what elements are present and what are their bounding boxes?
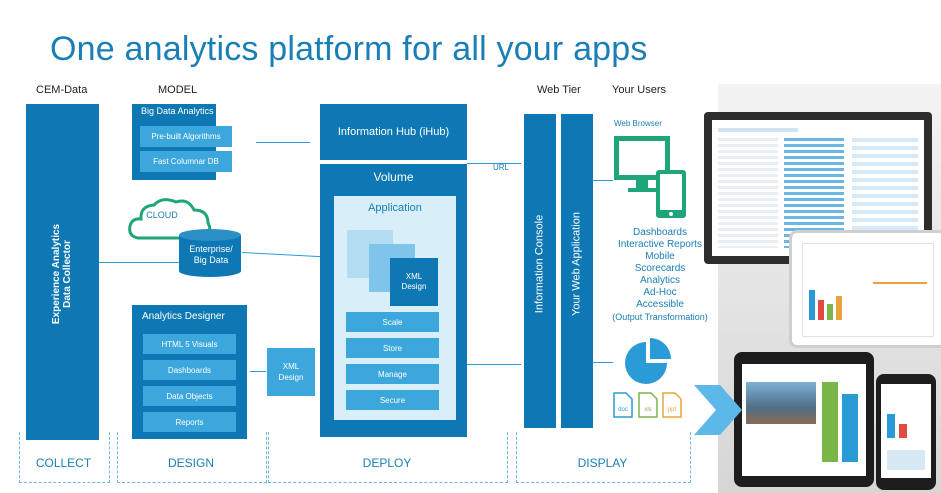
- footer-deploy: DEPLOY: [362, 456, 412, 470]
- data-collector-bar: Experience Analytics Data Collector: [26, 104, 99, 440]
- analytics-designer-title: Analytics Designer: [142, 311, 225, 322]
- connector-webapp-output: [593, 362, 613, 363]
- phone-screen: [881, 384, 931, 478]
- svg-text:ppt: ppt: [668, 407, 677, 413]
- list-item-analytics: Analytics: [639, 275, 680, 286]
- screen-table-2: [784, 138, 844, 248]
- list-item-output-transformation: (Output Transformation): [612, 312, 708, 322]
- database-cylinder-icon: [179, 229, 241, 277]
- dashboards-button[interactable]: Dashboards: [143, 360, 236, 380]
- ppt-file-icon: ppt: [662, 392, 682, 418]
- connector-bigdata-ihub: [256, 142, 310, 143]
- data-objects-button[interactable]: Data Objects: [143, 386, 236, 406]
- enterprise-big-data-label: Enterprise/ Big Data: [182, 244, 240, 266]
- app-xml-line1: XML: [405, 272, 423, 281]
- prebuilt-algorithms-button[interactable]: Pre-built Algorithms: [140, 126, 232, 147]
- store-button[interactable]: Store: [346, 338, 439, 358]
- black-tablet: [734, 352, 874, 487]
- connector-db-app: [241, 252, 330, 258]
- volume-label: Volume: [373, 170, 414, 184]
- header-model: MODEL: [158, 84, 198, 96]
- bar-2: [818, 300, 824, 320]
- connector-collect-db: [99, 262, 179, 263]
- design-bracket: [117, 432, 267, 483]
- app-xml-design-box: XML Design: [390, 258, 438, 306]
- list-item-interactive-reports: Interactive Reports: [618, 239, 702, 250]
- bar-4: [836, 296, 842, 320]
- doc-file-icon: doc: [613, 392, 633, 418]
- information-console-label: Information Console: [533, 214, 546, 314]
- big-data-label: Big Data: [193, 255, 229, 265]
- web-application-label: Your Web Application: [570, 212, 583, 316]
- manage-button[interactable]: Manage: [346, 364, 439, 384]
- white-tablet-screen: [802, 243, 934, 337]
- white-tablet: [789, 230, 941, 348]
- information-console-bar: Information Console: [524, 114, 556, 428]
- url-label: URL: [493, 163, 510, 172]
- list-item-ad-hoc: Ad-Hoc: [643, 287, 677, 298]
- smartphone: [876, 374, 936, 490]
- header-cem-data: CEM-Data: [36, 84, 88, 96]
- screen-table-3: [852, 138, 918, 248]
- app-xml-line2: Design: [401, 282, 427, 291]
- deploy-bracket: [268, 432, 508, 483]
- header-web-tier: Web Tier: [537, 84, 581, 96]
- xml-design-line1: XML: [282, 362, 300, 371]
- bar-1: [809, 290, 815, 320]
- screen-line: [873, 264, 927, 284]
- house-photo: [746, 382, 816, 424]
- connector-designer-xml: [250, 371, 266, 372]
- black-tablet-screen: [742, 364, 866, 476]
- fast-columnar-db-button[interactable]: Fast Columnar DB: [140, 151, 232, 172]
- list-item-dashboards: Dashboards: [633, 227, 687, 238]
- reports-button[interactable]: Reports: [143, 412, 236, 432]
- bar-3: [827, 304, 833, 320]
- connector-ihub-webtier: [467, 163, 521, 164]
- xml-design-line2: Design: [278, 373, 304, 382]
- secure-button[interactable]: Secure: [346, 390, 439, 410]
- screen-table: [718, 138, 778, 248]
- cloud-label: CLOUD: [146, 210, 178, 220]
- list-item-accessible: Accessible: [636, 299, 684, 310]
- connector-webapp-browser: [593, 180, 613, 181]
- web-browser-label: Web Browser: [614, 119, 662, 128]
- information-hub-box: Information Hub (iHub): [320, 104, 467, 160]
- list-item-mobile: Mobile: [645, 251, 675, 262]
- blue-column: [842, 394, 858, 462]
- green-column: [822, 382, 838, 462]
- chevron-right-icon: [694, 385, 742, 435]
- big-data-analytics-title: Big Data Analytics: [141, 106, 214, 116]
- data-collector-label-line1: Experience Analytics: [51, 223, 62, 325]
- svg-text:doc: doc: [618, 407, 628, 413]
- data-collector-label: Experience Analytics Data Collector: [51, 224, 73, 324]
- collect-bracket: [19, 432, 110, 483]
- list-item-scorecards: Scorecards: [634, 263, 686, 274]
- data-collector-label-line2: Data Collector: [62, 240, 73, 308]
- display-bracket: [516, 432, 691, 483]
- html5-visuals-button[interactable]: HTML 5 Visuals: [143, 334, 236, 354]
- phone-bar-2: [899, 424, 907, 438]
- monitor-tablet-icon: [614, 136, 686, 218]
- footer-collect: COLLECT: [35, 456, 92, 470]
- footer-design: DESIGN: [167, 456, 214, 470]
- header-your-users: Your Users: [612, 84, 667, 96]
- phone-bar-1: [887, 414, 895, 438]
- xls-file-icon: xls: [638, 392, 658, 418]
- footer-display: DISPLAY: [577, 456, 628, 470]
- web-application-bar: Your Web Application: [561, 114, 593, 428]
- application-label: Application: [368, 202, 422, 214]
- svg-text:xls: xls: [644, 407, 651, 413]
- xml-design-box: XML Design: [267, 348, 315, 396]
- screen-bar: [718, 128, 798, 132]
- pie-chart-icon: [625, 338, 671, 384]
- cloud-icon: [128, 198, 212, 240]
- scale-button[interactable]: Scale: [346, 312, 439, 332]
- users-output-list: Dashboards Interactive Reports Mobile Sc…: [596, 227, 724, 323]
- enterprise-label: Enterprise/: [189, 244, 233, 254]
- information-hub-label: Information Hub (iHub): [337, 126, 450, 138]
- connector-volume-webtier: [467, 364, 521, 365]
- page-title: One analytics platform for all your apps: [50, 30, 648, 68]
- phone-map: [887, 450, 925, 470]
